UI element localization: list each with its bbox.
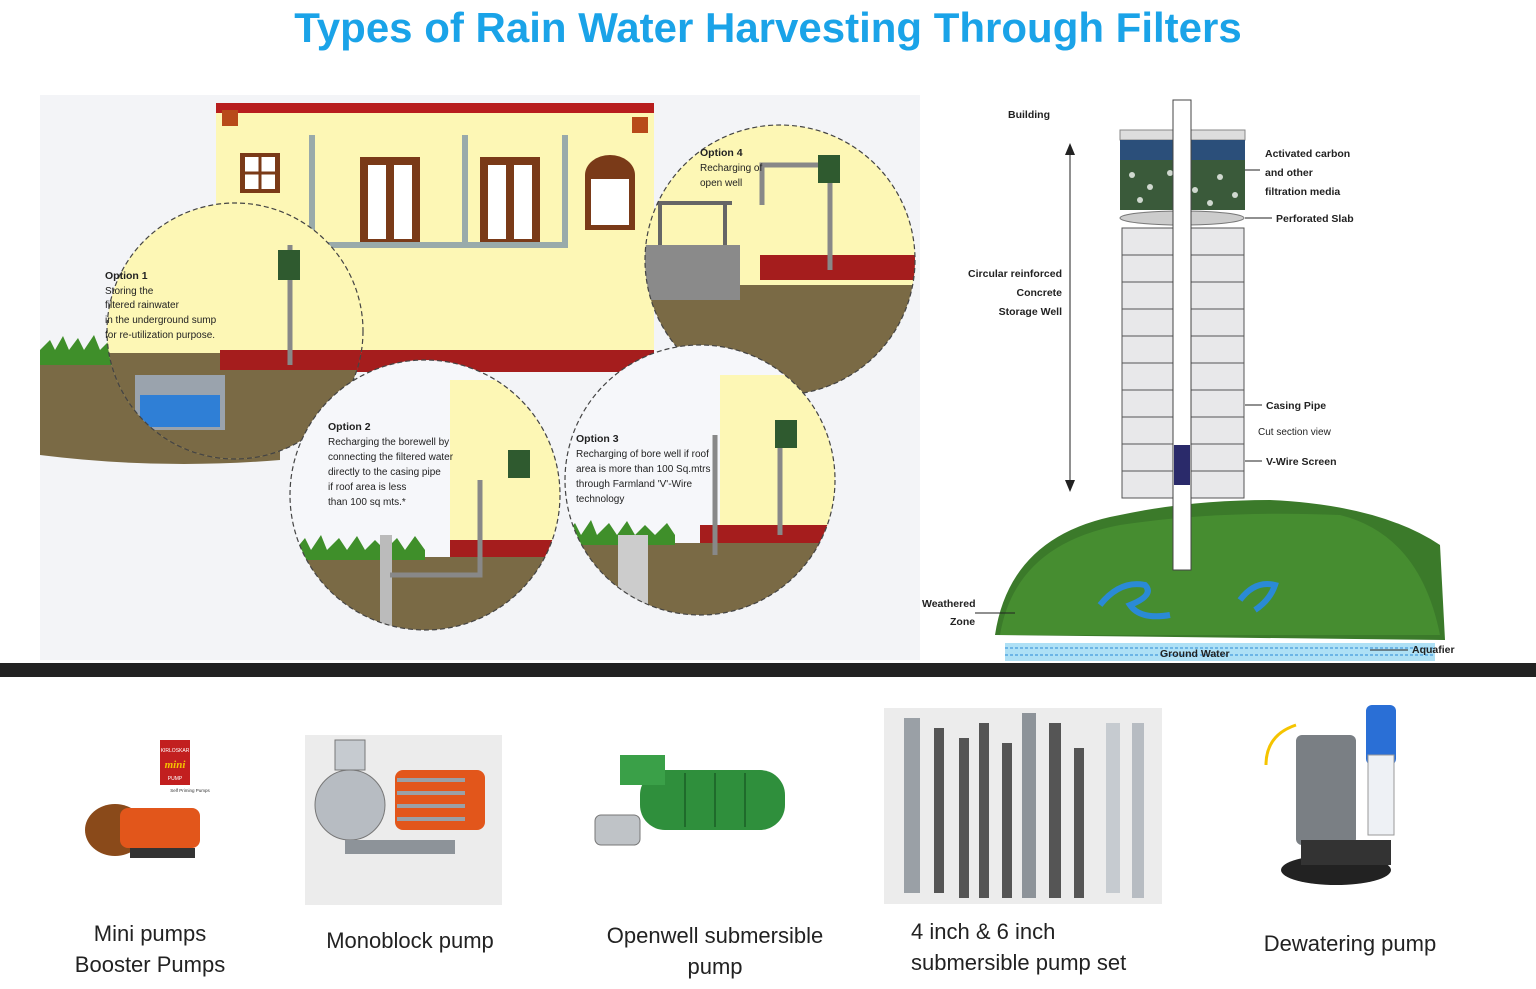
badge-mini: mini — [165, 759, 187, 771]
submersible-pump-set-label: 4 inch & 6 inch submersible pump set — [911, 916, 1181, 978]
window — [360, 157, 420, 247]
ground-water-label: Ground Water — [1160, 648, 1230, 660]
product-label-line: Booster Pumps — [74, 952, 226, 977]
option4-line: Recharging of — [700, 163, 762, 174]
activated-carbon-label: Activated carbon — [1265, 148, 1350, 160]
window — [585, 155, 635, 230]
weathered-zone-label: Zone — [950, 616, 975, 628]
cut-section-label: Cut section view — [1258, 427, 1332, 438]
product-label-line: Mini pumps — [93, 921, 207, 946]
option1-title: Option 1 — [105, 270, 148, 282]
filter-options-diagram: Option 1 Storing the filtered rainwater … — [40, 95, 920, 660]
mini-pump-image: KIRLOSKAR mini PUMP Self Priming Pumps — [75, 730, 225, 880]
openwell-pump-image — [590, 745, 790, 860]
window — [240, 153, 280, 193]
storage-well-label: Concrete — [1016, 287, 1062, 299]
option1-line: in the underground sump — [105, 315, 217, 326]
option1-line: Storing the — [105, 286, 154, 297]
weathered-zone-label: Weathered — [922, 598, 976, 610]
dewatering-pump-image — [1256, 695, 1426, 905]
perforated-slab-label: Perforated Slab — [1276, 213, 1354, 225]
option2-title: Option 2 — [328, 421, 371, 433]
product-label-line: Monoblock pump — [326, 928, 494, 953]
option2-line: directly to the casing pipe — [328, 467, 441, 478]
product-label-line: submersible pump set — [911, 950, 1127, 975]
option2-scene — [290, 360, 560, 630]
option3-line: through Farmland 'V'-Wire — [576, 479, 693, 490]
page-title: Types of Rain Water Harvesting Through F… — [294, 4, 1242, 51]
dewatering-pump-label: Dewatering pump — [1230, 928, 1470, 959]
option2-line: connecting the filtered water — [328, 452, 454, 463]
monoblock-pump-label: Monoblock pump — [290, 925, 530, 956]
monoblock-pump-image — [305, 735, 502, 905]
mini-pump-label: Mini pumps Booster Pumps — [45, 918, 255, 980]
storage-well-label: Circular reinforced — [968, 268, 1062, 280]
product-label-line: pump — [687, 954, 743, 979]
product-label-line: Dewatering pump — [1263, 931, 1437, 956]
openwell-pump-label: Openwell submersible pump — [570, 920, 860, 982]
option3-line: technology — [576, 494, 624, 505]
activated-carbon-label: and other — [1265, 167, 1313, 179]
storage-well-illustration: Building Activated carbon and other filt… — [920, 95, 1536, 665]
window — [480, 157, 540, 247]
storage-well-diagram: Building Activated carbon and other filt… — [920, 95, 1536, 665]
option4-title: Option 4 — [700, 147, 743, 159]
option1-line: for re-utilization purpose. — [105, 330, 215, 341]
house-recharge-illustration: Option 1 Storing the filtered rainwater … — [40, 95, 920, 660]
option2-line: than 100 sq mts.* — [328, 497, 406, 508]
storage-well-label: Storage Well — [999, 306, 1062, 318]
building-label: Building — [1008, 109, 1050, 121]
product-label-line: 4 inch & 6 inch — [911, 919, 1056, 944]
option2-line: if roof area is less — [328, 482, 406, 493]
option3-line: Recharging of bore well if roof — [576, 449, 709, 460]
badge-tagline: Self Priming Pumps — [170, 788, 210, 793]
v-wire-screen-label: V-Wire Screen — [1266, 456, 1337, 468]
submersible-pump-set-image — [884, 708, 1162, 904]
option3-title: Option 3 — [576, 433, 619, 445]
activated-carbon-label: filtration media — [1265, 186, 1340, 198]
product-label-line: Openwell submersible — [606, 923, 824, 948]
casing-pipe-label: Casing Pipe — [1266, 400, 1326, 412]
section-divider — [0, 663, 1536, 677]
badge-brand: KIRLOSKAR — [161, 748, 190, 754]
aquifer-label: Aquafier — [1412, 644, 1455, 656]
option1-line: filtered rainwater — [105, 300, 180, 311]
option4-line: open well — [700, 178, 742, 189]
badge-pump: PUMP — [168, 776, 183, 782]
option2-line: Recharging the borewell by — [328, 437, 449, 448]
option3-line: area is more than 100 Sq.mtrs — [576, 464, 711, 475]
